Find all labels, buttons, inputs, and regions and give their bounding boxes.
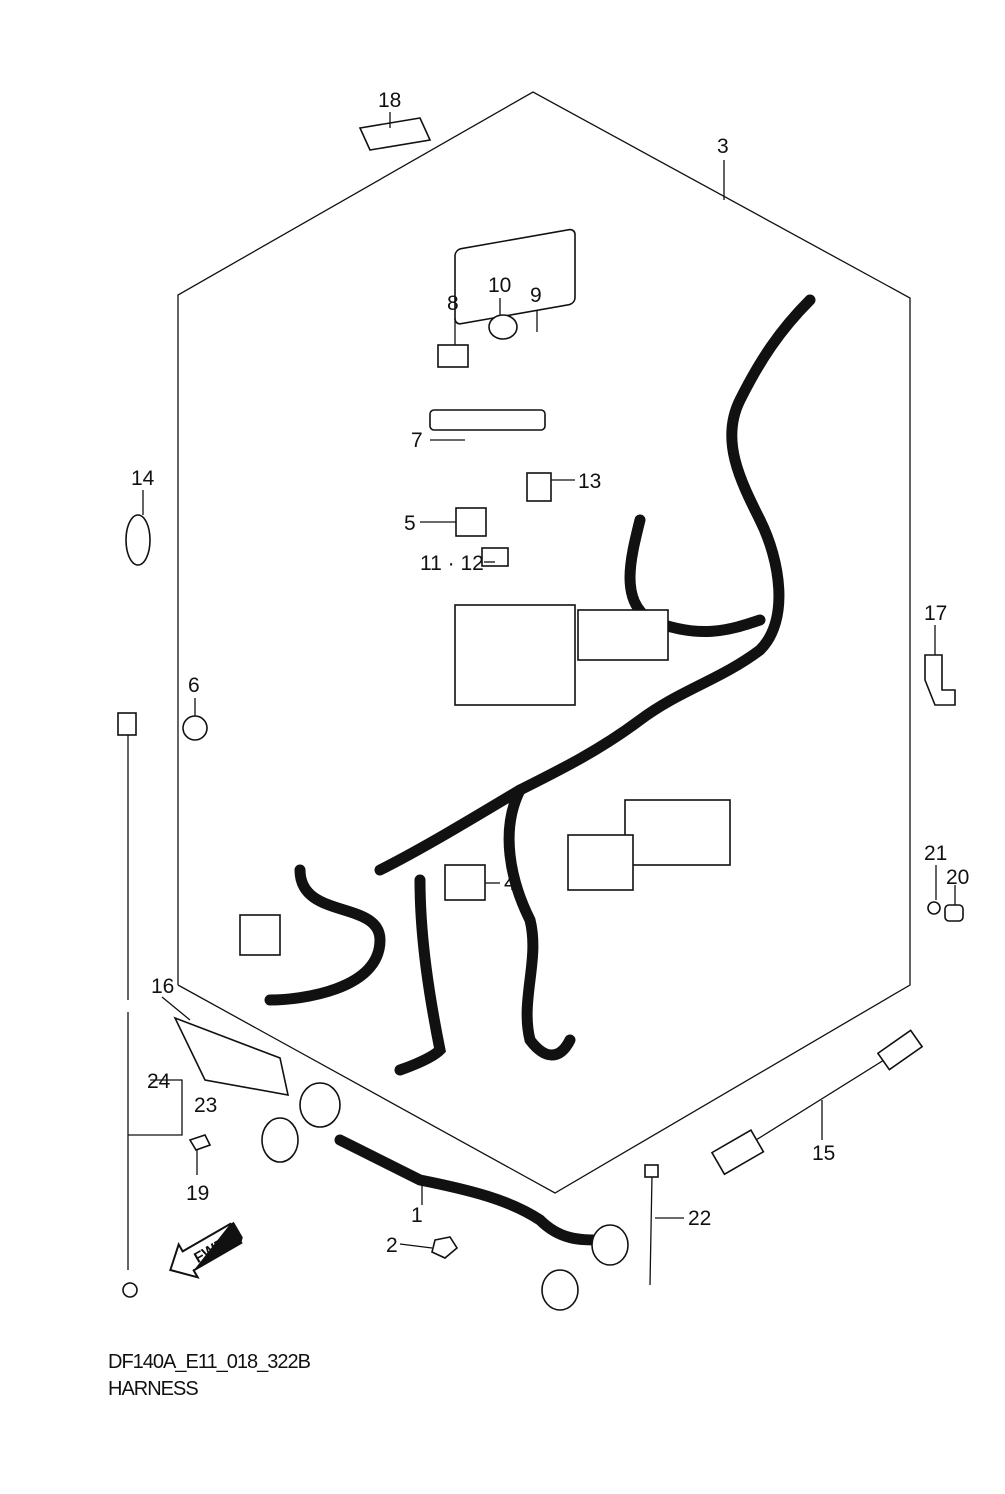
junction-box <box>454 604 576 706</box>
bracket-17 <box>924 654 956 706</box>
cable-15 <box>739 1049 901 1151</box>
callout-labels: 1 2 3 4 5 6 7 8 9 10 11 · 12 13 14 15 16… <box>131 89 969 1257</box>
fwd-arrow: FWD <box>169 1221 243 1279</box>
callout-1[interactable]: 1 <box>411 1204 423 1227</box>
callout-9[interactable]: 9 <box>530 284 542 307</box>
diagram-code: DF140A_E11_018_322B <box>108 1351 311 1373</box>
fuse-11-12 <box>481 547 509 567</box>
nut-2 <box>431 1236 459 1259</box>
callout-2[interactable]: 2 <box>386 1234 398 1257</box>
connector-block <box>577 609 669 661</box>
assembly-frame <box>177 91 911 1194</box>
connector <box>239 914 281 956</box>
ecm-connector-small <box>567 834 634 891</box>
boot <box>541 1269 579 1311</box>
callout-19[interactable]: 19 <box>186 1182 209 1205</box>
diagram-title: HARNESS <box>108 1378 199 1400</box>
callout-14[interactable]: 14 <box>131 467 155 490</box>
washer-21 <box>927 901 941 915</box>
leader-lines <box>128 112 956 1249</box>
callout-24[interactable]: 24 <box>147 1070 171 1093</box>
clip-8 <box>437 344 469 368</box>
callout-13[interactable]: 13 <box>578 470 601 493</box>
holder-16 <box>173 1016 290 1096</box>
fuse-box-9 <box>454 228 576 325</box>
boot <box>261 1117 299 1163</box>
callout-8[interactable]: 8 <box>447 292 459 315</box>
terminal-ring <box>122 1282 138 1298</box>
callout-17[interactable]: 17 <box>924 602 947 625</box>
connector-15b <box>876 1029 924 1071</box>
cable-tie-head <box>644 1164 659 1178</box>
callout-16[interactable]: 16 <box>151 975 174 998</box>
callout-21[interactable]: 21 <box>924 842 947 865</box>
callout-18[interactable]: 18 <box>378 89 401 112</box>
callout-7[interactable]: 7 <box>411 429 423 452</box>
relay-4 <box>444 864 486 901</box>
callout-22[interactable]: 22 <box>688 1207 711 1230</box>
callout-10[interactable]: 10 <box>488 274 511 297</box>
clamp-18 <box>358 117 432 151</box>
callout-23[interactable]: 23 <box>194 1094 217 1117</box>
screw-19 <box>188 1134 212 1151</box>
seal-7 <box>429 409 546 431</box>
sensor-6 <box>182 715 208 741</box>
ecm-connector-large <box>624 799 731 866</box>
cap-14 <box>125 514 151 566</box>
main-harness <box>264 294 816 1246</box>
fuse-13 <box>526 472 552 502</box>
grommet-10 <box>488 314 518 340</box>
cable-tie-22 <box>649 1174 653 1286</box>
callout-5[interactable]: 5 <box>404 512 416 535</box>
relay-5 <box>455 507 487 537</box>
callout-11-12[interactable]: 11 · 12 <box>420 552 484 575</box>
connector-15a <box>710 1129 765 1176</box>
cable-23-end <box>117 712 137 736</box>
callout-3[interactable]: 3 <box>717 135 729 158</box>
callout-20[interactable]: 20 <box>946 866 969 889</box>
boot <box>299 1082 341 1128</box>
callout-15[interactable]: 15 <box>812 1142 835 1165</box>
callout-6[interactable]: 6 <box>188 674 200 697</box>
boot <box>591 1224 629 1266</box>
callout-4[interactable]: 4 <box>504 872 516 895</box>
nut-20 <box>944 904 964 922</box>
